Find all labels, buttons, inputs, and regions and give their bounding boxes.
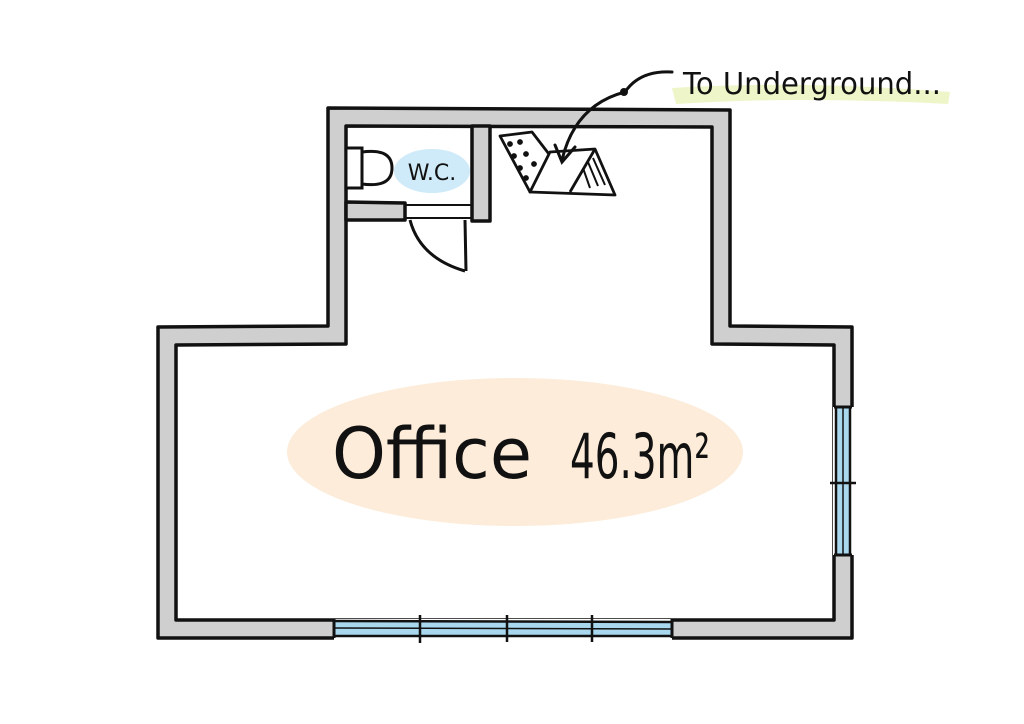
toilet-icon (344, 146, 394, 190)
wc-partition-wall (470, 124, 492, 223)
annotation-arrow (553, 70, 674, 165)
room-name-label: Office (332, 413, 532, 495)
right-window (830, 405, 856, 557)
wc-label: W.C. (408, 161, 457, 186)
wc-door (405, 204, 472, 273)
wc-label-highlight (394, 149, 470, 193)
annotation-highlight (672, 84, 950, 104)
room-area-label: 46.3m² (570, 420, 710, 493)
bottom-window (332, 615, 674, 643)
trapdoor-stairs-icon (498, 130, 617, 197)
annotation-label: To Underground... (682, 67, 941, 102)
wc-partition-wall (344, 200, 407, 222)
exterior-walls (156, 106, 854, 640)
office-label-highlight (287, 378, 743, 526)
